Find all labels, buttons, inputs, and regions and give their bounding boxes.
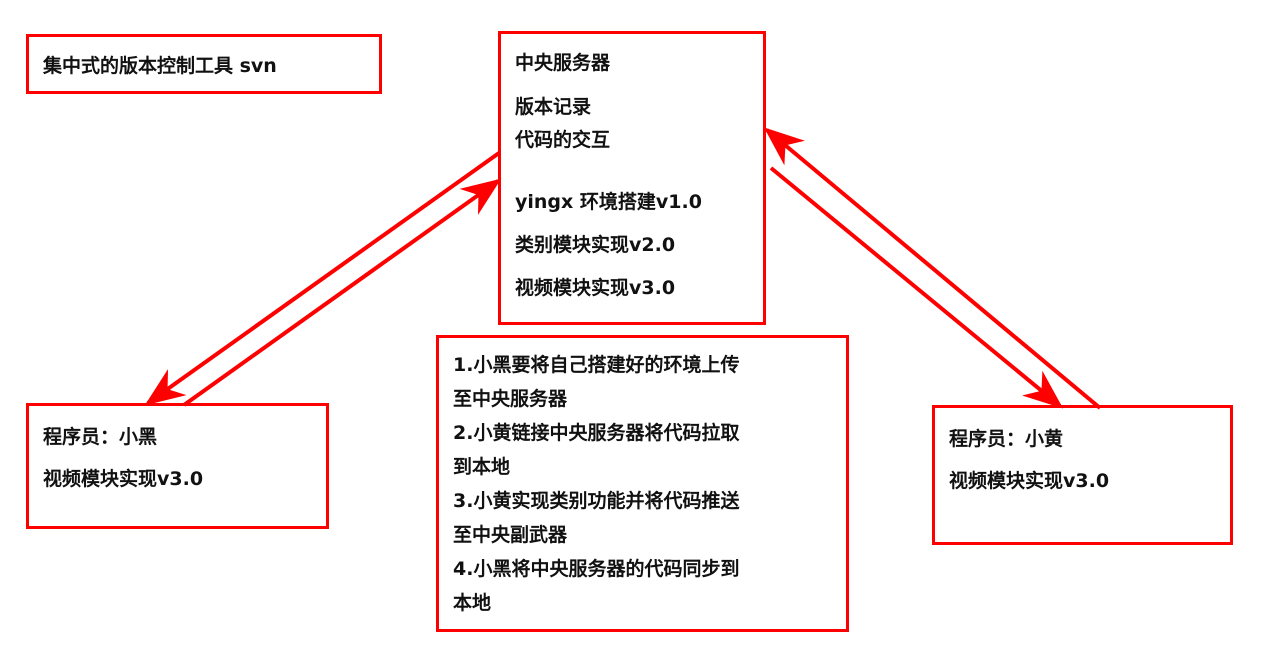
left-programmer-box: 程序员：小黑 视频模块实现v3.0 [26, 403, 329, 529]
arrow-server-to-xiaohei [144, 151, 501, 406]
server-line: 代码的交互 [515, 129, 611, 151]
arrow-server-to-xiaohuang [769, 166, 1064, 409]
step-line: 至中央服务器 [453, 388, 568, 410]
step-line: 本地 [453, 592, 492, 614]
arrow-xiaohei-to-server [182, 178, 502, 407]
version-entry: 类别模块实现v2.0 [515, 234, 676, 256]
server-heading: 中央服务器 [515, 52, 611, 74]
programmer-name: 程序员：小黄 [949, 428, 1064, 450]
version-entry: yingx 环境搭建v1.0 [515, 191, 702, 213]
step-line: 3.小黄实现类别功能并将代码推送 [453, 490, 740, 512]
server-line: 版本记录 [515, 96, 592, 118]
central-server-box: 中央服务器 版本记录 代码的交互 yingx 环境搭建v1.0 类别模块实现v2… [498, 31, 766, 325]
programmer-version: 视频模块实现v3.0 [43, 468, 204, 490]
arrow-xiaohuang-to-server [763, 127, 1102, 410]
programmer-name: 程序员：小黑 [43, 426, 158, 448]
title: 集中式的版本控制工具 svn [43, 55, 277, 77]
step-line: 至中央副武器 [453, 524, 568, 546]
step-line: 2.小黄链接中央服务器将代码拉取 [453, 422, 740, 444]
step-line: 4.小黑将中央服务器的代码同步到 [453, 558, 740, 580]
step-line: 到本地 [453, 456, 511, 478]
title-box: 集中式的版本控制工具 svn [26, 34, 382, 94]
steps-box: 1.小黑要将自己搭建好的环境上传 至中央服务器 2.小黄链接中央服务器将代码拉取… [436, 335, 849, 632]
version-entry: 视频模块实现v3.0 [515, 277, 676, 299]
right-programmer-box: 程序员：小黄 视频模块实现v3.0 [932, 405, 1233, 545]
step-line: 1.小黑要将自己搭建好的环境上传 [453, 354, 740, 376]
programmer-version: 视频模块实现v3.0 [949, 470, 1110, 492]
